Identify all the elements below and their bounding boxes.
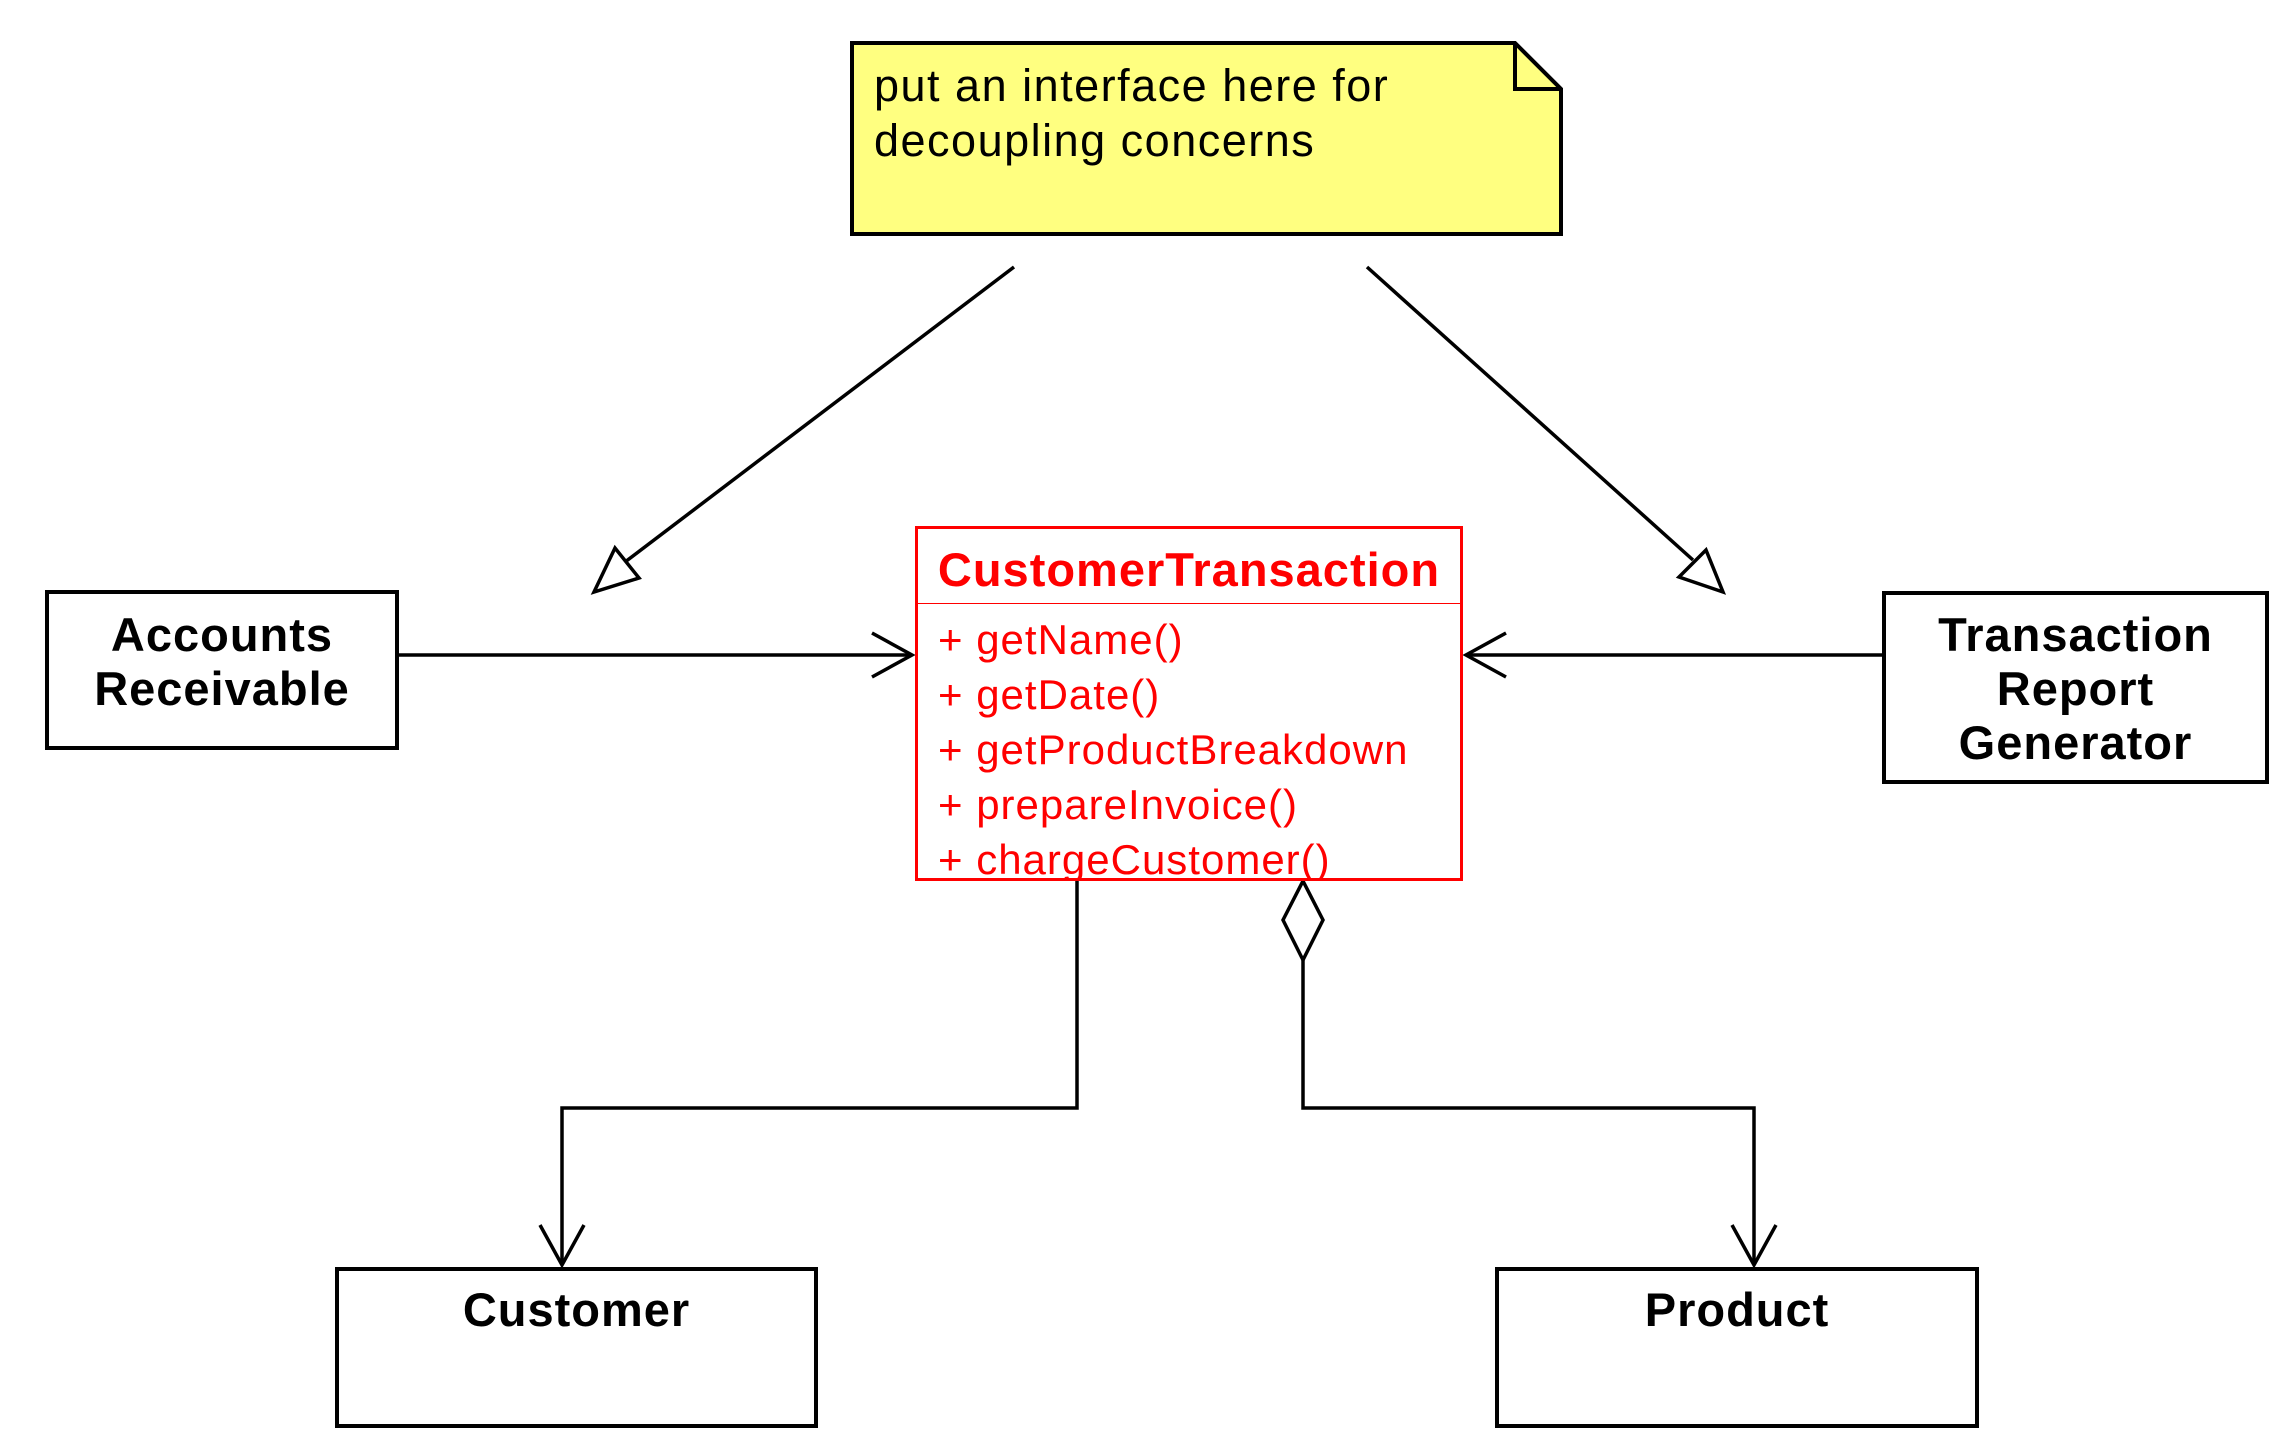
class-name-accounts-receivable: Accounts Receivable bbox=[49, 594, 395, 716]
note-text: put an interface here for decoupling con… bbox=[874, 58, 1514, 168]
note-arrow-right bbox=[1365, 265, 1727, 595]
class-name-transaction-report-generator: Transaction Report Generator bbox=[1886, 595, 2265, 770]
operation-get-product-breakdown: + getProductBreakdown bbox=[938, 726, 1409, 773]
compartment-divider bbox=[918, 603, 1460, 604]
operation-get-name: + getName() bbox=[938, 616, 1184, 663]
class-name-product: Product bbox=[1644, 1283, 1830, 1336]
note-shape bbox=[850, 41, 1563, 236]
class-product[interactable]: Product bbox=[1495, 1267, 1979, 1428]
note-line-1: put an interface here for bbox=[874, 60, 1390, 111]
note-line-2: decoupling concerns bbox=[874, 115, 1316, 166]
class-customer-transaction[interactable]: CustomerTransaction + getName() + getDat… bbox=[915, 526, 1463, 881]
class-name-customer: Customer bbox=[462, 1283, 691, 1336]
note-arrow-left bbox=[590, 265, 1016, 595]
class-accounts-receivable[interactable]: Accounts Receivable bbox=[45, 590, 399, 750]
class-name-line: Accounts bbox=[110, 608, 334, 661]
class-name-line: Report bbox=[1996, 662, 2155, 715]
class-name-customer-transaction: CustomerTransaction bbox=[937, 543, 1441, 596]
class-name-line: Generator bbox=[1958, 716, 2193, 769]
operations-list: + getName() + getDate() + getProductBrea… bbox=[918, 604, 1460, 881]
association-accounts-receivable bbox=[398, 631, 916, 679]
association-customer bbox=[538, 881, 1079, 1269]
association-report-generator bbox=[1462, 631, 1882, 679]
class-customer[interactable]: Customer bbox=[335, 1267, 818, 1428]
class-transaction-report-generator[interactable]: Transaction Report Generator bbox=[1882, 591, 2269, 784]
class-name-line: Transaction bbox=[1938, 608, 2213, 661]
operation-prepare-invoice: + prepareInvoice() bbox=[938, 781, 1299, 828]
operation-get-date: + getDate() bbox=[938, 671, 1161, 718]
aggregation-product bbox=[1281, 877, 1778, 1269]
operation-charge-customer: + chargeCustomer() bbox=[938, 836, 1331, 881]
class-name-line: Receivable bbox=[94, 662, 350, 715]
